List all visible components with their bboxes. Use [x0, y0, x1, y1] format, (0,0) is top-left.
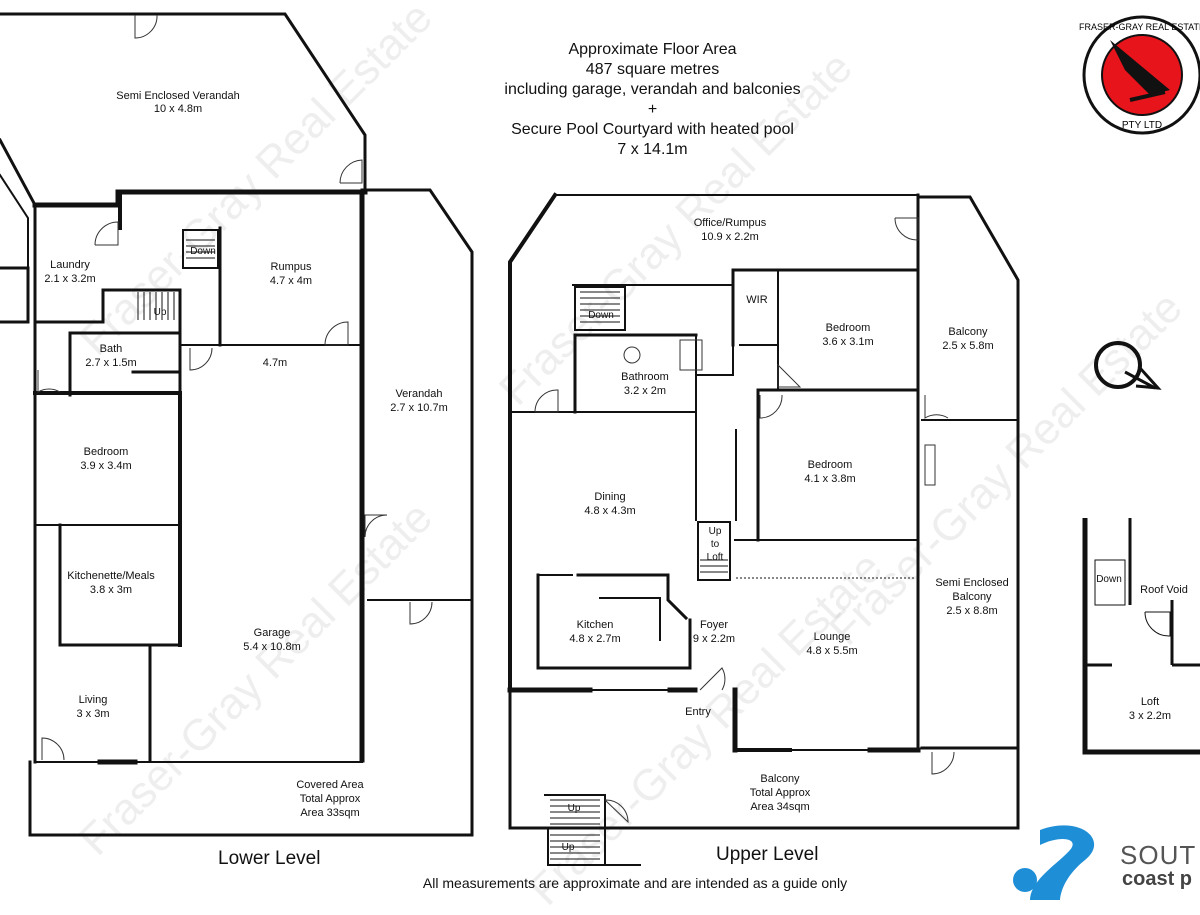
entry-label: Entry: [685, 706, 711, 718]
laundry-dim: 2.1 x 3.2m: [44, 273, 95, 285]
wir-label: WIR: [746, 294, 767, 306]
upper-stairs: [550, 291, 916, 860]
foyer-dim: 9 x 2.2m: [693, 633, 735, 645]
dining-name: Dining: [594, 491, 625, 503]
loft-stair-l2: to: [711, 539, 720, 550]
lower-stairs: [137, 239, 215, 320]
living-dim: 3 x 3m: [76, 708, 109, 720]
office-dim: 10.9 x 2.2m: [701, 231, 758, 243]
kitchenette-dim: 3.8 x 3m: [90, 584, 132, 596]
summary-line-1: Approximate Floor Area: [568, 41, 737, 58]
summary-line-2: 487 square metres: [585, 61, 720, 78]
disclaimer-footer: All measurements are approximate and are…: [422, 875, 848, 891]
bath-name: Bath: [100, 343, 123, 355]
lower-doors: [37, 14, 433, 761]
semi-balcony-l2: Balcony: [952, 591, 992, 603]
loft-walls: [1082, 518, 1200, 755]
kitchen-dim: 4.8 x 2.7m: [569, 633, 620, 645]
loft-stair-l1: Up: [709, 526, 722, 537]
upper-bedroom2-dim: 4.1 x 3.8m: [804, 473, 855, 485]
balcony1-dim: 2.5 x 5.8m: [942, 340, 993, 352]
garage-dim: 5.4 x 10.8m: [243, 641, 300, 653]
upper-doors: [534, 217, 955, 824]
upper-level-title: Upper Level: [716, 844, 819, 865]
office-name: Office/Rumpus: [694, 217, 767, 229]
verandah-dim: 2.7 x 10.7m: [390, 402, 447, 414]
loft-stair-l3: Loft: [707, 552, 724, 563]
upper-level-walls: [507, 192, 1020, 866]
balcony2-l2: Total Approx: [750, 787, 811, 799]
living-name: Living: [79, 694, 108, 706]
verandah-name: Verandah: [395, 388, 442, 400]
summary-line-5: Secure Pool Courtyard with heated pool: [511, 121, 794, 138]
lounge-dim: 4.8 x 5.5m: [806, 645, 857, 657]
roof-void-label: Roof Void: [1140, 584, 1188, 596]
lower-stair-up: Up: [154, 307, 167, 318]
loft-name: Loft: [1141, 696, 1159, 708]
upper-stair-down: Down: [588, 310, 614, 321]
rumpus-dim: 4.7 x 4m: [270, 275, 312, 287]
upper-bedroom1-name: Bedroom: [826, 322, 871, 334]
lower-level-title: Lower Level: [218, 848, 321, 869]
summary-line-6: 7 x 14.1m: [617, 141, 688, 158]
covered-area-l3: Area 33sqm: [300, 807, 359, 819]
upper-bedroom1-dim: 3.6 x 3.1m: [822, 336, 873, 348]
bathroom-name: Bathroom: [621, 371, 669, 383]
north-compass-icon: [1094, 341, 1162, 390]
agency-blue-logo: [1013, 825, 1095, 900]
semi-verandah-name: Semi Enclosed Verandah: [116, 90, 240, 102]
upper-stair-up1: Up: [568, 803, 581, 814]
semi-verandah-dim: 10 x 4.8m: [154, 103, 202, 115]
lower-bedroom-dim: 3.9 x 3.4m: [80, 460, 131, 472]
foyer-name: Foyer: [700, 619, 728, 631]
covered-area-l2: Total Approx: [300, 793, 361, 805]
balcony2-l1: Balcony: [760, 773, 800, 785]
semi-balcony-dim: 2.5 x 8.8m: [946, 605, 997, 617]
lower-stair-down: Down: [190, 246, 216, 257]
seal-text-bottom: PTY LTD: [1122, 120, 1162, 131]
rumpus-name: Rumpus: [271, 261, 312, 273]
laundry-name: Laundry: [50, 259, 90, 271]
agency-name-line2: coast p: [1122, 868, 1193, 890]
garage-width: 4.7m: [263, 357, 287, 369]
summary-line-3: including garage, verandah and balconies: [504, 81, 801, 98]
lower-bedroom-name: Bedroom: [84, 446, 129, 458]
seal-text-top: FRASER-GRAY REAL ESTATE: [1079, 22, 1200, 32]
bathroom-dim: 3.2 x 2m: [624, 385, 666, 397]
garage-name: Garage: [254, 627, 291, 639]
covered-area-l1: Covered Area: [296, 779, 364, 791]
balcony1-name: Balcony: [948, 326, 988, 338]
balcony2-l3: Area 34sqm: [750, 801, 809, 813]
lounge-name: Lounge: [814, 631, 851, 643]
summary-line-4: +: [647, 101, 658, 118]
upper-stair-up2: Up: [562, 842, 575, 853]
bath-dim: 2.7 x 1.5m: [85, 357, 136, 369]
dining-dim: 4.8 x 4.3m: [584, 505, 635, 517]
loft-stair-down: Down: [1096, 574, 1122, 585]
semi-balcony-l1: Semi Enclosed: [935, 577, 1008, 589]
upper-bedroom2-name: Bedroom: [808, 459, 853, 471]
kitchen-name: Kitchen: [577, 619, 614, 631]
agency-name-line1: SOUT: [1120, 840, 1197, 870]
kitchenette-name: Kitchenette/Meals: [67, 570, 155, 582]
loft-dim: 3 x 2.2m: [1129, 710, 1171, 722]
lower-level-walls: [0, 12, 474, 837]
agency-seal-logo: [1082, 15, 1200, 135]
floor-area-summary: Approximate Floor Area 487 square metres…: [450, 40, 855, 160]
